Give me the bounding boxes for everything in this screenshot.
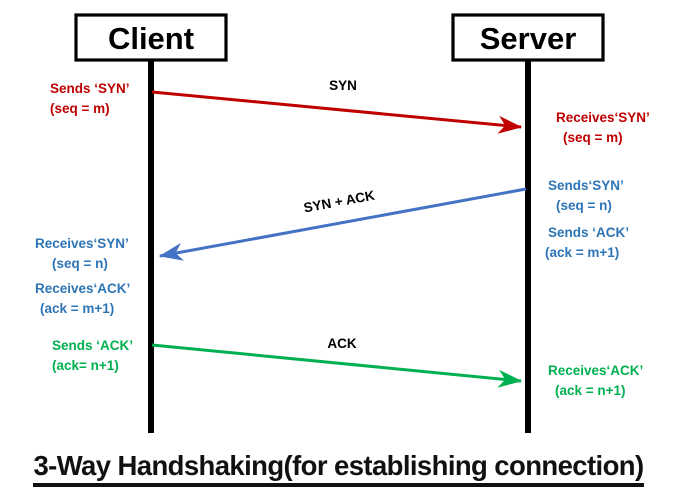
message-arrow-syn-ack bbox=[158, 187, 527, 261]
note-server-sends-syn-line1: Sends‘SYN’ bbox=[548, 178, 624, 193]
note-client-sends-ack-line2: (ack= n+1) bbox=[52, 358, 119, 373]
note-server-receives-syn-line2: (seq = m) bbox=[563, 130, 623, 145]
note-server-receives-ack-line2: (ack = n+1) bbox=[555, 383, 626, 398]
node-label-client: Client bbox=[108, 21, 194, 56]
note-client-receives-ack-line1: Receives‘ACK’ bbox=[35, 281, 130, 296]
message-arrow-syn bbox=[151, 90, 523, 134]
note-client-sends-ack-line1: Sends ‘ACK’ bbox=[52, 338, 133, 353]
note-client-sends-syn-line1: Sends ‘SYN’ bbox=[50, 81, 130, 96]
node-box-client bbox=[74, 13, 228, 62]
message-label-syn: SYN bbox=[329, 78, 357, 93]
note-server-receives-ack-line1: Receives‘ACK’ bbox=[548, 363, 643, 378]
message-label-ack: ACK bbox=[327, 336, 356, 351]
note-server-sends-syn-line2: (seq = n) bbox=[556, 198, 612, 213]
diagram-caption: 3-Way Handshaking(for establishing conne… bbox=[0, 450, 677, 487]
message-arrow-ack bbox=[151, 343, 523, 388]
note-client-receives-ack-line2: (ack = m+1) bbox=[40, 301, 114, 316]
note-client-sends-syn-line2: (seq = m) bbox=[50, 101, 110, 116]
note-client-receives-syn-line2: (seq = n) bbox=[52, 256, 108, 271]
note-server-sends-ack-line1: Sends ‘ACK’ bbox=[548, 225, 629, 240]
note-server-receives-syn-line1: Receives‘SYN’ bbox=[556, 110, 650, 125]
diagram-caption-text: 3-Way Handshaking(for establishing conne… bbox=[33, 450, 644, 487]
node-box-server bbox=[451, 13, 605, 62]
note-server-sends-ack-line2: (ack = m+1) bbox=[545, 245, 619, 260]
node-label-server: Server bbox=[480, 21, 577, 56]
note-client-receives-syn-line1: Receives‘SYN’ bbox=[35, 236, 129, 251]
message-label-syn-ack: SYN + ACK bbox=[302, 188, 376, 216]
